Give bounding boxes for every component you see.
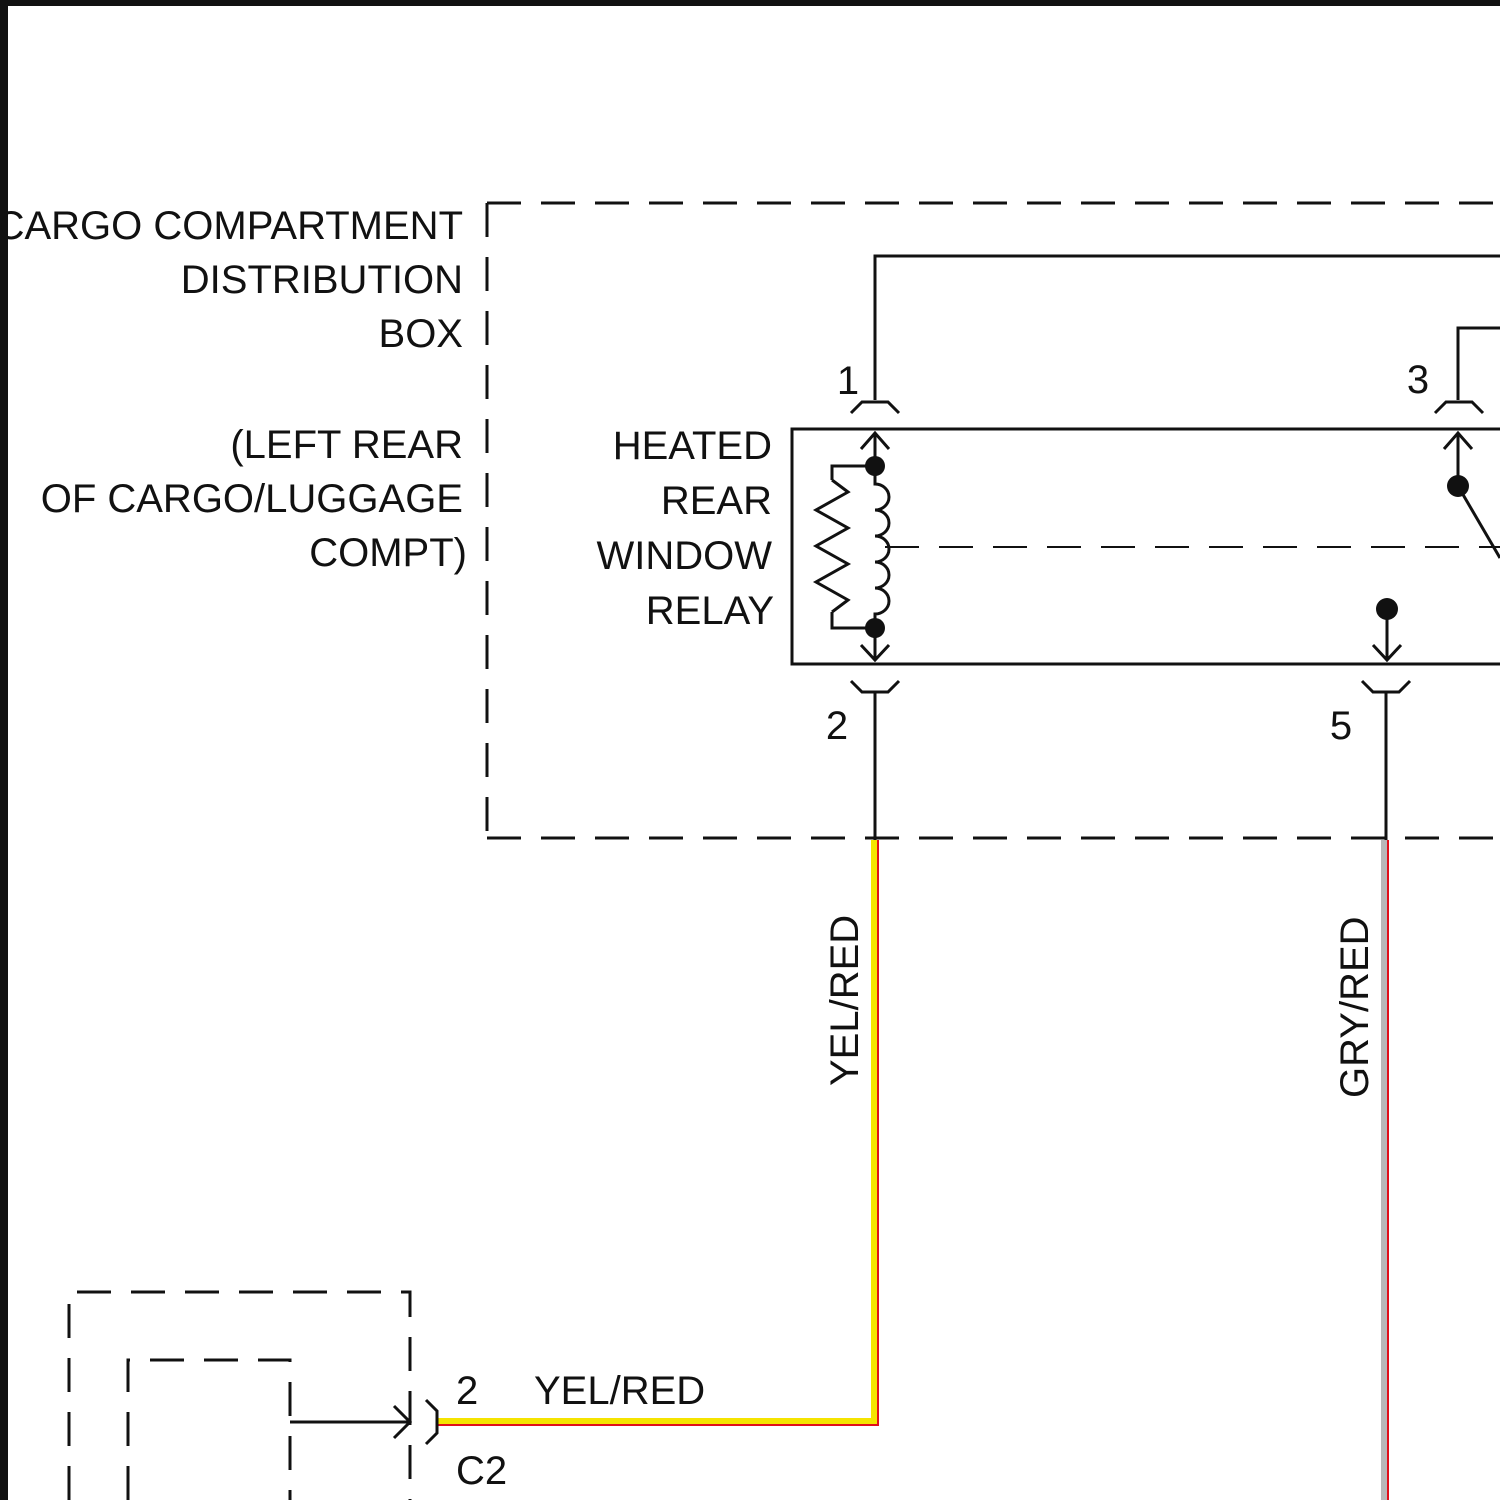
wire-label-gry-red-vertical: GRY/RED (1333, 916, 1377, 1098)
svg-text:BOX: BOX (379, 312, 463, 356)
svg-text:REAR: REAR (661, 479, 772, 523)
pin-leads (875, 692, 1386, 840)
relay-label: HEATED REAR WINDOW RELAY (596, 424, 774, 633)
distribution-box-location: (LEFT REAR OF CARGO/LUGGAGE COMPT) (41, 423, 467, 575)
wire-label-yel-red-vertical: YEL/RED (823, 915, 867, 1086)
switch-fixed-contact (1376, 598, 1398, 620)
terminal-pin-3 (1435, 402, 1483, 413)
lower-component-outline (69, 1292, 410, 1500)
pin-label-3: 3 (1407, 358, 1429, 402)
pin-label-5: 5 (1330, 704, 1352, 748)
svg-text:RELAY: RELAY (646, 589, 774, 633)
svg-text:HEATED: HEATED (613, 424, 772, 468)
svg-text:COMPT): COMPT) (309, 531, 467, 575)
wire-gry-red (1385, 840, 1388, 1500)
lower-subcomponent-outline (128, 1360, 290, 1500)
switch-pivot-contact (1447, 475, 1469, 497)
terminal-pin-2 (851, 681, 899, 692)
pin-label-2: 2 (826, 704, 848, 748)
svg-text:OF CARGO/LUGGAGE: OF CARGO/LUGGAGE (41, 477, 463, 521)
connector-c2-terminal (290, 1400, 437, 1444)
pin-label-1: 1 (837, 359, 859, 403)
svg-text:DISTRIBUTION: DISTRIBUTION (181, 258, 463, 302)
coil-junction-bottom (865, 618, 885, 638)
svg-text:(LEFT REAR: (LEFT REAR (230, 423, 463, 467)
terminal-pin-5 (1362, 681, 1410, 692)
coil-junction-top (865, 456, 885, 476)
wire-yel-red (437, 840, 878, 1425)
terminal-pin-1 (851, 402, 899, 413)
distribution-box-label: CARGO COMPARTMENT DISTRIBUTION BOX (0, 204, 463, 356)
svg-text:CARGO COMPARTMENT: CARGO COMPARTMENT (0, 204, 463, 248)
wire-label-yel-red-horizontal: YEL/RED (534, 1369, 705, 1413)
connector-name: C2 (456, 1449, 507, 1493)
svg-text:WINDOW: WINDOW (596, 534, 772, 578)
connector-pin-label: 2 (456, 1369, 478, 1413)
